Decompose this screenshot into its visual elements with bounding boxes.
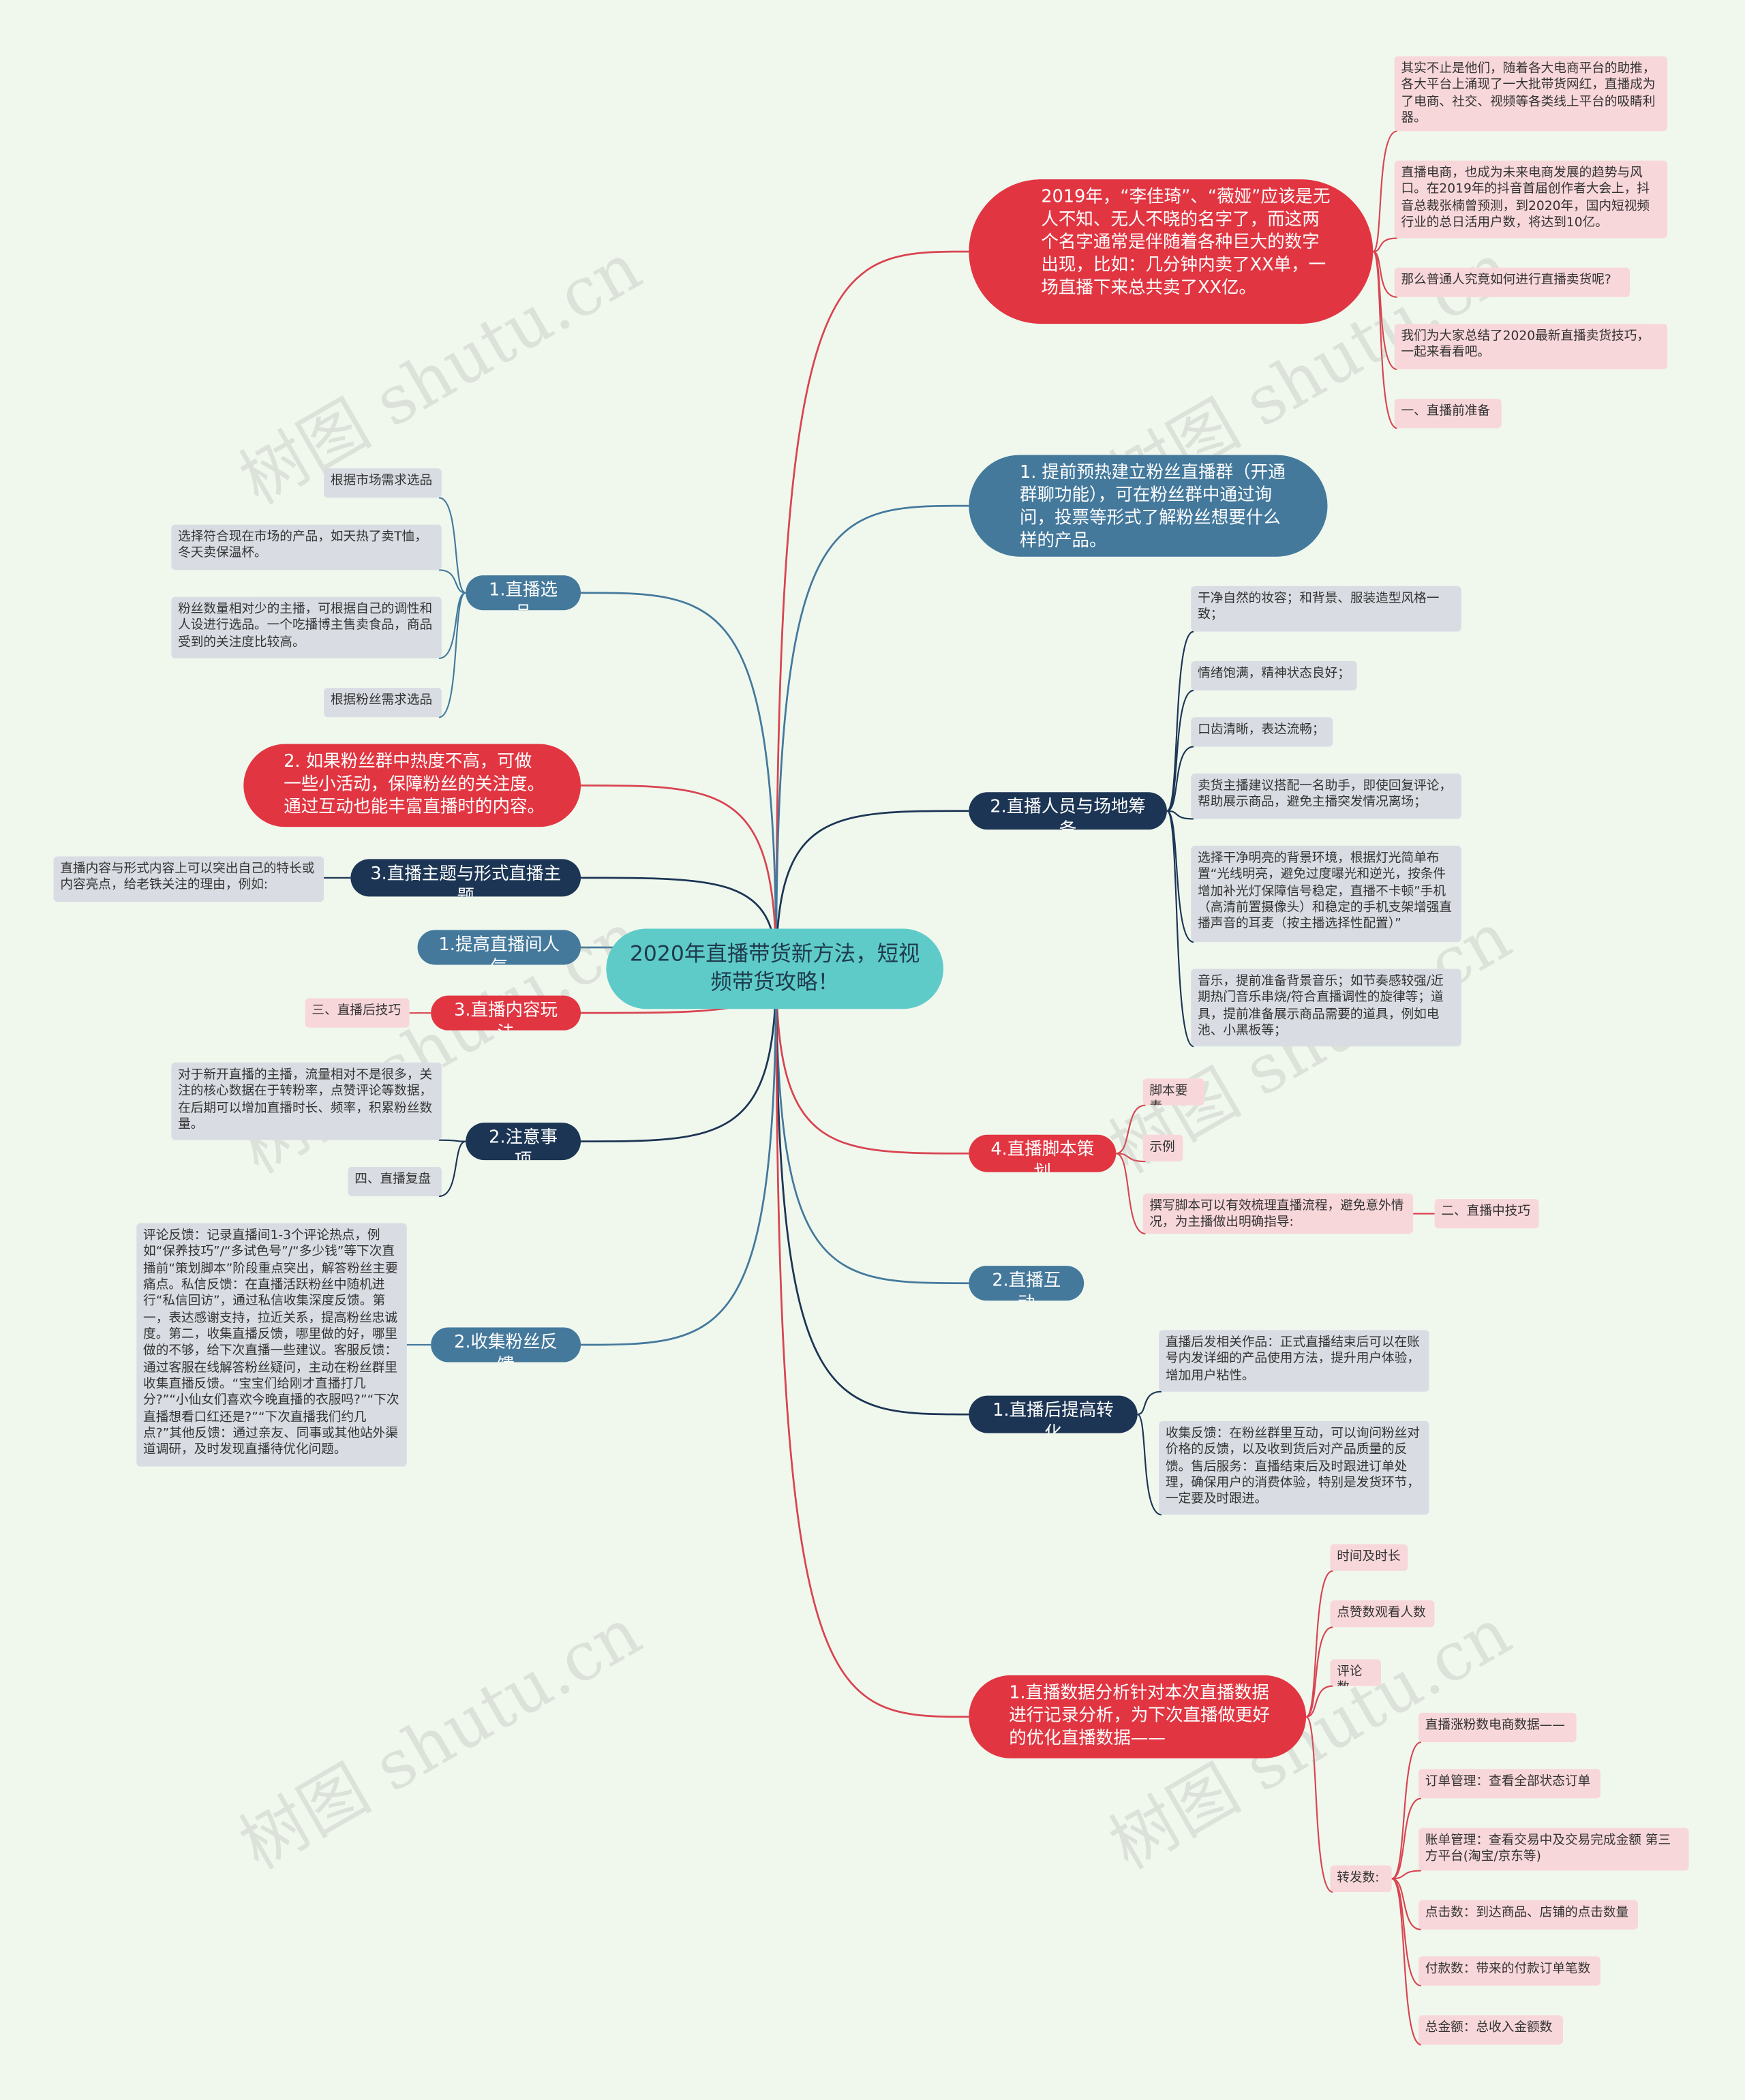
branch-fan-feedback[interactable]: 2.收集粉丝反馈: [431, 1327, 581, 1363]
leaf-node[interactable]: 订单管理：查看全部状态订单: [1418, 1769, 1600, 1799]
leaf-node[interactable]: 付款数：带来的付款订单笔数: [1418, 1956, 1600, 1986]
branch-fan-group[interactable]: 1. 提前预热建立粉丝直播群（开通群聊功能），可在粉丝群中通过询问，投票等形式了…: [969, 455, 1328, 557]
leaf-node[interactable]: 卖货主播建议搭配一名助手，即使回复评论，帮助展示商品，避免主播突发情况离场；: [1191, 773, 1461, 819]
branch-boost-popularity[interactable]: 1.提高直播间人气: [417, 930, 581, 965]
connector-line: [775, 504, 969, 969]
connector-line: [1305, 1716, 1333, 1893]
connector-line: [1305, 1685, 1333, 1718]
connector-line: [1137, 1390, 1162, 1416]
leaf-node[interactable]: 一、直播前准备: [1394, 399, 1502, 429]
connector-line: [1372, 251, 1397, 429]
connector-line: [775, 250, 969, 969]
leaf-node[interactable]: 评论反馈：记录直播间1-3个评论热点，例如“保养技巧”/“多试色号”/“多少钱”…: [136, 1223, 407, 1467]
connector-line: [581, 969, 778, 1346]
leaf-node[interactable]: 对于新开直播的主播，流量相对不是很多，关注的核心数据在于转粉率，点赞评论等数据，…: [171, 1062, 442, 1140]
connector-line: [1115, 1153, 1146, 1235]
leaf-node[interactable]: 脚本要素: [1142, 1078, 1204, 1106]
connector-line: [1166, 746, 1194, 812]
connector-line: [1391, 1878, 1422, 1931]
connector-line: [1372, 130, 1397, 253]
branch-data-analysis[interactable]: 1.直播数据分析针对本次直播数据进行记录分析，为下次直播做更好的优化直播数据——: [969, 1675, 1307, 1759]
leaf-node[interactable]: 直播后发相关作品：正式直播结束后可以在账号内发详细的产品使用方法，提升用户体验，…: [1159, 1330, 1429, 1392]
connector-line: [438, 1140, 466, 1198]
leaf-node[interactable]: 干净自然的妆容；和背景、服装造型风格一致；: [1191, 585, 1461, 632]
branch-notes[interactable]: 2.注意事项: [466, 1123, 581, 1161]
connector-line: [775, 969, 969, 1285]
leaf-node[interactable]: 二、直播中技巧: [1434, 1199, 1539, 1229]
leaf-node[interactable]: 选择符合现在市场的产品，如天热了卖T恤，冬天卖保温杯。: [171, 524, 442, 570]
connector-line: [1305, 1626, 1333, 1718]
leaf-node[interactable]: 点击数：到达商品、店铺的点击数量: [1418, 1900, 1638, 1930]
leaf-node[interactable]: 转发数:: [1330, 1865, 1392, 1892]
connector-line: [775, 969, 969, 1155]
connector-line: [1166, 689, 1194, 812]
connector-line: [438, 592, 466, 659]
branch-interaction[interactable]: 2.直播互动: [969, 1266, 1084, 1301]
leaf-node[interactable]: 点赞数观看人数: [1330, 1600, 1435, 1628]
leaf-node[interactable]: 收集反馈：在粉丝群里互动，可以询问粉丝对价格的反馈，以及收到货后对产品质量的反馈…: [1159, 1420, 1429, 1515]
connector-line: [1391, 1878, 1422, 2045]
leaf-node[interactable]: 总金额：总收入金额数: [1418, 2015, 1564, 2045]
leaf-node[interactable]: 直播涨粉数电商数据——: [1418, 1712, 1577, 1743]
connector-line: [775, 969, 969, 1416]
connector-line: [1391, 1870, 1421, 1880]
leaf-node[interactable]: 四、直播复盘: [348, 1166, 442, 1197]
leaf-node[interactable]: 情绪饱满，精神状态良好；: [1191, 660, 1357, 691]
leaf-node[interactable]: 口齿清晰，表达流畅；: [1191, 717, 1333, 747]
leaf-node[interactable]: 撰写脚本可以有效梳理直播流程，避免意外情况，为主播做出明确指导:: [1142, 1193, 1414, 1234]
connector-line: [1116, 1153, 1146, 1163]
connector-line: [1166, 810, 1194, 1048]
connector-line: [1116, 1104, 1146, 1155]
connector-line: [581, 785, 778, 969]
connector-line: [438, 497, 466, 594]
leaf-node[interactable]: 评论数: [1330, 1659, 1382, 1686]
leaf-node[interactable]: 其实不止是他们，随着各大电商平台的助推，各大平台上涌现了一大批带货网红，直播成为…: [1394, 56, 1668, 132]
connector-line: [1166, 630, 1194, 812]
leaf-node[interactable]: 选择干净明亮的背景环境，根据灯光简单布置“光线明亮，避免过度曝光和逆光，按条件增…: [1191, 845, 1461, 943]
connector-line: [1137, 1414, 1162, 1516]
connector-line: [775, 810, 969, 969]
leaf-node[interactable]: 示例: [1142, 1134, 1183, 1162]
leaf-node[interactable]: 时间及时长: [1330, 1544, 1408, 1571]
connector-line: [1373, 237, 1397, 253]
connector-line: [1372, 251, 1397, 298]
leaf-node[interactable]: 根据粉丝需求选品: [324, 688, 442, 718]
connector-line: [1166, 810, 1194, 820]
branch-staff-venue[interactable]: 2.直播人员与场地筹备: [969, 792, 1167, 830]
leaf-node[interactable]: 音乐，提前准备背景音乐；如节奏感较强/近期热门音乐串烧/符合直播调性的旋律等；道…: [1191, 969, 1461, 1047]
branch-product-selection[interactable]: 1.直播选品: [466, 575, 581, 611]
connector-line: [581, 969, 778, 1142]
branch-small-events[interactable]: 2. 如果粉丝群中热度不高，可做一些小活动，保障粉丝的关注度。通过互动也能丰富直…: [243, 744, 581, 827]
connector-line: [1391, 1741, 1422, 1880]
branch-2019-intro[interactable]: 2019年，“李佳琦”、“薇娅”应该是无人不知、无人不晓的名字了，而这两个名字通…: [969, 179, 1374, 324]
branch-content-play[interactable]: 3.直播内容玩法: [431, 995, 581, 1031]
connector-line: [438, 592, 466, 718]
leaf-node[interactable]: 根据市场需求选品: [324, 468, 442, 498]
leaf-node[interactable]: 直播电商，也成为未来电商发展的趋势与风口。在2019年的抖音首届创作者大会上，抖…: [1394, 160, 1668, 239]
connector-line: [1305, 1570, 1333, 1718]
central-topic[interactable]: 2020年直播带货新方法，短视频带货攻略！: [606, 928, 944, 1009]
connector-line: [1166, 810, 1194, 943]
connector-line: [1391, 1797, 1422, 1880]
branch-live-theme[interactable]: 3.直播主题与形式直播主题: [350, 859, 581, 897]
connector-line: [1391, 1878, 1422, 1987]
connector-line: [581, 592, 778, 969]
branch-conversion[interactable]: 1.直播后提高转化: [969, 1395, 1138, 1433]
leaf-node[interactable]: 直播内容与形式内容上可以突出自己的特长或内容亮点，给老铁关注的理由，例如:: [53, 856, 324, 902]
leaf-node[interactable]: 三、直播后技巧: [305, 998, 410, 1028]
leaf-node[interactable]: 那么普通人究竟如何进行直播卖货呢?: [1394, 267, 1630, 297]
leaf-node[interactable]: 账单管理：查看交易中及交易完成金额 第三方平台(淘宝/京东等): [1418, 1827, 1689, 1871]
connector-line: [775, 969, 969, 1718]
leaf-node[interactable]: 我们为大家总结了2020最新直播卖货技巧，一起来看看吧。: [1394, 324, 1668, 369]
connector-line: [438, 1139, 466, 1142]
connector-line: [438, 569, 466, 594]
leaf-node[interactable]: 粉丝数量相对少的主播，可根据自己的调性和人设进行选品。一个吃播博主售卖食品，商品…: [171, 596, 442, 658]
branch-script-planning[interactable]: 4.直播脚本策划: [969, 1134, 1117, 1172]
